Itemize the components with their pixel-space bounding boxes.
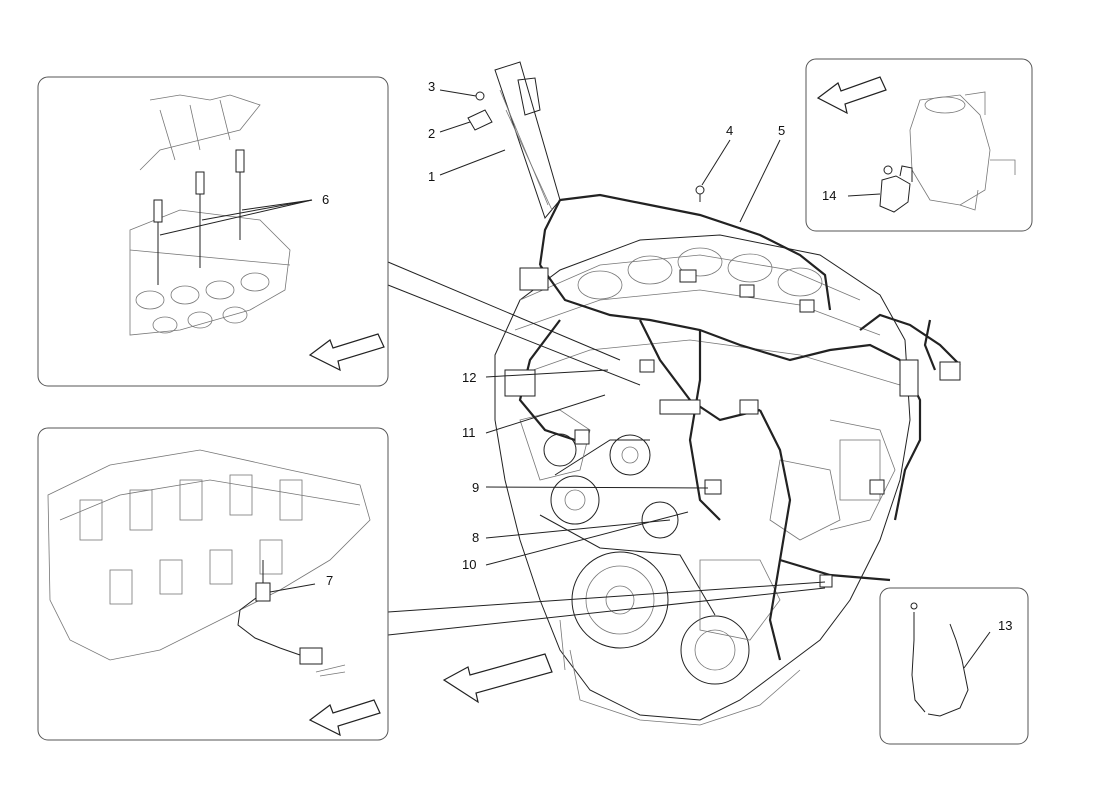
panel-bottom-right: [879, 587, 1029, 745]
callout-12: 12: [462, 370, 477, 385]
callout-14: 14: [822, 188, 837, 203]
panel-top-right: [805, 58, 1033, 232]
callout-7: 7: [326, 573, 334, 588]
panel-glow-plugs: [37, 76, 389, 387]
callout-11: 11: [462, 425, 476, 440]
direction-arrow-panel-top-right: [816, 76, 887, 115]
panel-sensor: [37, 427, 389, 741]
callout-10: 10: [462, 557, 477, 572]
callout-8: 8: [472, 530, 480, 545]
callout-9: 9: [472, 480, 480, 495]
wiring-harness: [467, 61, 961, 661]
callout-13: 13: [998, 618, 1013, 633]
callout-6: 6: [322, 192, 330, 207]
ecu-module: [494, 61, 561, 220]
direction-arrow-panel-top: [308, 333, 385, 372]
callout-3: 3: [428, 79, 436, 94]
callout-1: 1: [428, 169, 436, 184]
callout-2: 2: [428, 126, 436, 141]
callout-4: 4: [726, 123, 734, 138]
engine-assembly: [494, 234, 911, 726]
direction-arrow-main: [442, 653, 553, 704]
leader-lines: [387, 89, 826, 636]
callout-5: 5: [778, 123, 786, 138]
direction-arrow-panel-bottom: [308, 699, 381, 737]
